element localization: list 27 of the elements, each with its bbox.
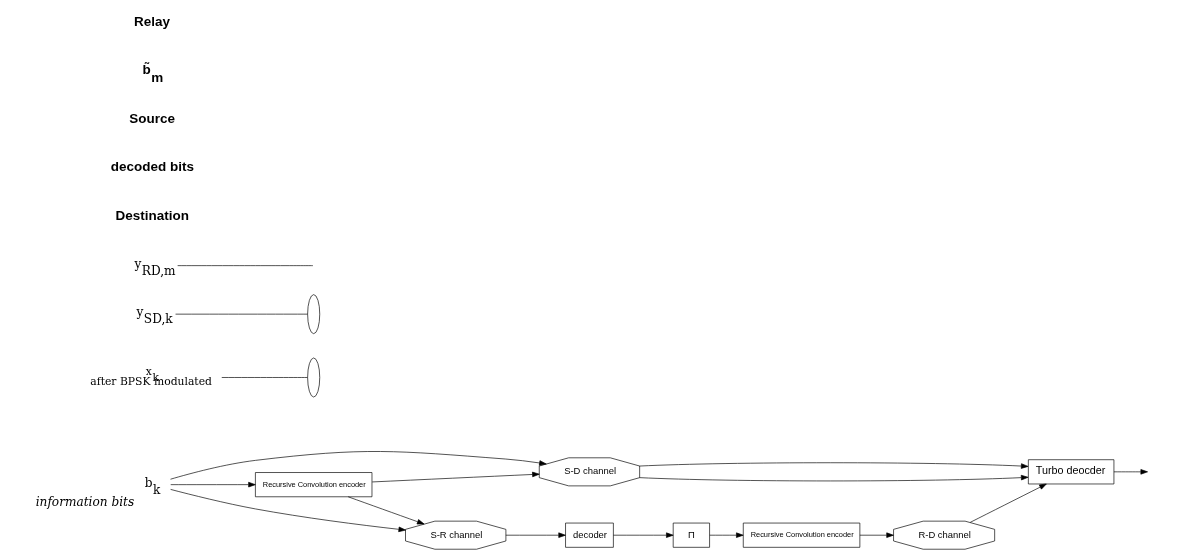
arrow [1113,469,1148,475]
arrow [347,496,425,525]
node-ellipse [307,294,321,335]
arrow [859,532,894,538]
arrow [613,532,674,538]
label: Source [129,110,176,126]
label: Destination [115,207,189,223]
label: decoded bits [110,159,194,175]
connector [175,313,308,315]
node-box: Turbo deocder [1028,459,1115,485]
connector [221,377,308,378]
arrow [639,474,1029,482]
arrow [639,462,1029,469]
node-box: Π [672,522,710,548]
arrow [170,451,547,480]
arrow [170,489,406,533]
node-box: decoder [565,522,614,548]
node-ellipse [307,357,321,398]
node-label: information bits [35,494,135,509]
arrow [170,481,256,488]
node-box: Recursive Convolution encoder [255,472,373,498]
label: Relay [134,13,171,29]
arrow [371,471,540,483]
arrow [969,483,1047,523]
node-box: Recursive Convolution encoder [742,522,861,548]
arrow [505,532,566,538]
arrow [709,532,744,538]
